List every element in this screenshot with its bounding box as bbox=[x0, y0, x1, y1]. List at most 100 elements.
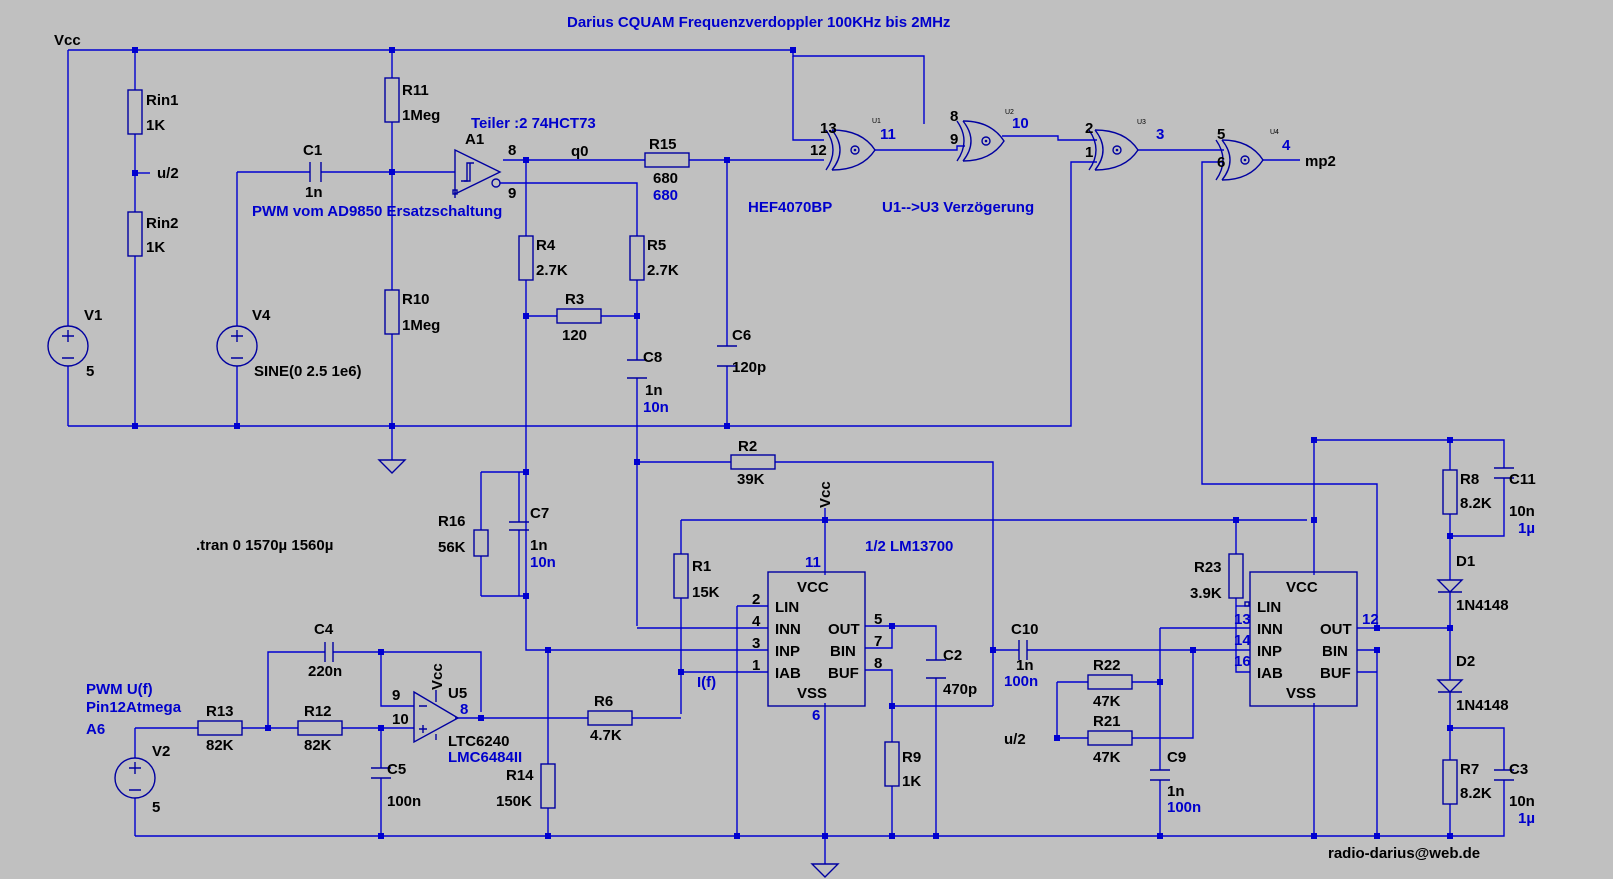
resistor-r12-symbol[interactable] bbox=[297, 720, 343, 736]
label-r11-name: R11 bbox=[402, 82, 429, 99]
resistor-rin2-symbol[interactable] bbox=[127, 211, 143, 257]
resistor-r7-symbol[interactable] bbox=[1442, 759, 1458, 805]
resistor-r15-symbol[interactable] bbox=[644, 152, 690, 168]
capacitor-c3-symbol[interactable] bbox=[1494, 769, 1514, 781]
resistor-r1-symbol[interactable] bbox=[673, 553, 689, 599]
label-r12-value: 82K bbox=[304, 737, 332, 754]
resistor-r2-symbol[interactable] bbox=[730, 454, 776, 470]
capacitor-c9-symbol[interactable] bbox=[1150, 769, 1170, 781]
net-label-vcc-lm: Vcc bbox=[817, 481, 834, 508]
label-c7-value2: 10n bbox=[530, 554, 556, 571]
note-hef4070: HEF4070BP bbox=[748, 199, 832, 216]
label-r16-value: 56K bbox=[438, 539, 466, 556]
label-r9-name: R9 bbox=[902, 749, 921, 766]
pin-u4-b: 6 bbox=[1217, 154, 1225, 171]
label-v4-value: SINE(0 2.5 1e6) bbox=[254, 363, 362, 380]
resistor-rin1-symbol[interactable] bbox=[127, 89, 143, 135]
diode-d1-symbol[interactable] bbox=[1436, 579, 1464, 593]
lma-out: OUT bbox=[828, 621, 860, 638]
label-c5-name: C5 bbox=[387, 761, 406, 778]
label-r1-value: 15K bbox=[692, 584, 720, 601]
pin-lma-inn: 4 bbox=[752, 613, 761, 630]
label-c9-value: 1n bbox=[1167, 783, 1185, 800]
xor-gate-u1-symbol[interactable] bbox=[825, 129, 876, 171]
source-v2-symbol[interactable] bbox=[114, 757, 156, 799]
xor-gate-u2-symbol[interactable] bbox=[956, 120, 1005, 162]
pin-a1-q: 8 bbox=[508, 142, 516, 159]
label-d2-value: 1N4148 bbox=[1456, 697, 1509, 714]
pin-lmb-out: 12 bbox=[1362, 611, 1379, 628]
label-r3-name: R3 bbox=[565, 291, 584, 308]
label-r5-value: 2.7K bbox=[647, 262, 679, 279]
opamp-u5-symbol[interactable] bbox=[413, 690, 460, 744]
pin-lma-lin: 2 bbox=[752, 591, 760, 608]
capacitor-c7-symbol[interactable] bbox=[509, 521, 529, 531]
resistor-r22-symbol[interactable] bbox=[1087, 674, 1133, 690]
label-v1-value: 5 bbox=[86, 363, 94, 380]
capacitor-c2-symbol[interactable] bbox=[926, 659, 946, 679]
label-r15-name: R15 bbox=[649, 136, 677, 153]
pin-lma-bin: 7 bbox=[874, 633, 882, 650]
label-r11-value: 1Meg bbox=[402, 107, 440, 124]
label-r6-name: R6 bbox=[594, 693, 613, 710]
capacitor-c1-symbol[interactable] bbox=[309, 162, 322, 182]
resistor-r13-symbol[interactable] bbox=[197, 720, 243, 736]
note-pwm-l3: A6 bbox=[86, 721, 105, 738]
label-u5-model: LTC6240 bbox=[448, 733, 509, 750]
resistor-r10-symbol[interactable] bbox=[384, 289, 400, 335]
label-c6-value: 120p bbox=[732, 359, 766, 376]
capacitor-c10-symbol[interactable] bbox=[1018, 640, 1028, 660]
pin-u5-minus: 9 bbox=[392, 687, 400, 704]
net-label-u2-b: u/2 bbox=[1004, 731, 1026, 748]
lmb-iab: IAB bbox=[1257, 665, 1283, 682]
source-v4-symbol[interactable] bbox=[216, 325, 258, 367]
resistor-r16-symbol[interactable] bbox=[473, 529, 489, 557]
note-teiler: Teiler :2 74HCT73 bbox=[471, 115, 596, 132]
resistor-r6-symbol[interactable] bbox=[587, 710, 633, 726]
lmb-lin: LIN bbox=[1257, 599, 1281, 616]
label-c8-name: C8 bbox=[643, 349, 662, 366]
component-symbols bbox=[47, 77, 1514, 878]
label-r6-value: 4.7K bbox=[590, 727, 622, 744]
schmitt-trigger-a1-symbol[interactable] bbox=[452, 148, 502, 198]
capacitor-c6-symbol[interactable] bbox=[717, 345, 737, 367]
resistor-r14-symbol[interactable] bbox=[540, 763, 556, 809]
lma-vcc: VCC bbox=[797, 579, 829, 596]
capacitor-c5-symbol[interactable] bbox=[371, 767, 391, 779]
label-r3-value: 120 bbox=[562, 327, 587, 344]
capacitor-c4-symbol[interactable] bbox=[324, 642, 334, 662]
net-label-q0: q0 bbox=[571, 143, 589, 160]
resistor-r9-symbol[interactable] bbox=[884, 741, 900, 787]
capacitor-c11-symbol[interactable] bbox=[1494, 467, 1514, 479]
label-c8-value: 1n bbox=[645, 382, 663, 399]
resistor-r4-symbol[interactable] bbox=[518, 235, 534, 281]
capacitor-c8-symbol[interactable] bbox=[627, 359, 647, 379]
pin-a1-qn: 9 bbox=[508, 185, 516, 202]
footer-email: radio-darius@web.de bbox=[1328, 845, 1480, 862]
label-r4-name: R4 bbox=[536, 237, 556, 254]
ota-lm13700-b-block[interactable] bbox=[1249, 571, 1358, 707]
label-r10-value: 1Meg bbox=[402, 317, 440, 334]
diode-d2-symbol[interactable] bbox=[1436, 679, 1464, 693]
pin-u2-out: 10 bbox=[1012, 115, 1029, 132]
label-v2-name: V2 bbox=[152, 743, 170, 760]
ota-lm13700-a-block[interactable] bbox=[767, 571, 866, 707]
xor-gate-u3-symbol[interactable] bbox=[1088, 129, 1139, 171]
label-r12-name: R12 bbox=[304, 703, 332, 720]
resistor-r8-symbol[interactable] bbox=[1442, 469, 1458, 515]
source-v1-symbol[interactable] bbox=[47, 325, 89, 367]
pin-u3-b: 1 bbox=[1085, 144, 1093, 161]
label-c11-value2: 1µ bbox=[1518, 520, 1535, 537]
label-c6-name: C6 bbox=[732, 327, 751, 344]
resistor-r3-symbol[interactable] bbox=[556, 308, 602, 324]
resistor-r23-symbol[interactable] bbox=[1228, 553, 1244, 599]
resistor-r11-symbol[interactable] bbox=[384, 77, 400, 123]
resistor-r5-symbol[interactable] bbox=[629, 235, 645, 281]
pin-lmb-lin: 13 bbox=[1234, 611, 1251, 628]
net-label-vcc-u5: Vcc bbox=[429, 663, 446, 690]
label-c4-name: C4 bbox=[314, 621, 334, 638]
resistor-r21-symbol[interactable] bbox=[1087, 730, 1133, 746]
label-c1-name: C1 bbox=[303, 142, 322, 159]
lma-buf: BUF bbox=[828, 665, 859, 682]
xor-gate-u4-symbol[interactable] bbox=[1215, 139, 1264, 181]
